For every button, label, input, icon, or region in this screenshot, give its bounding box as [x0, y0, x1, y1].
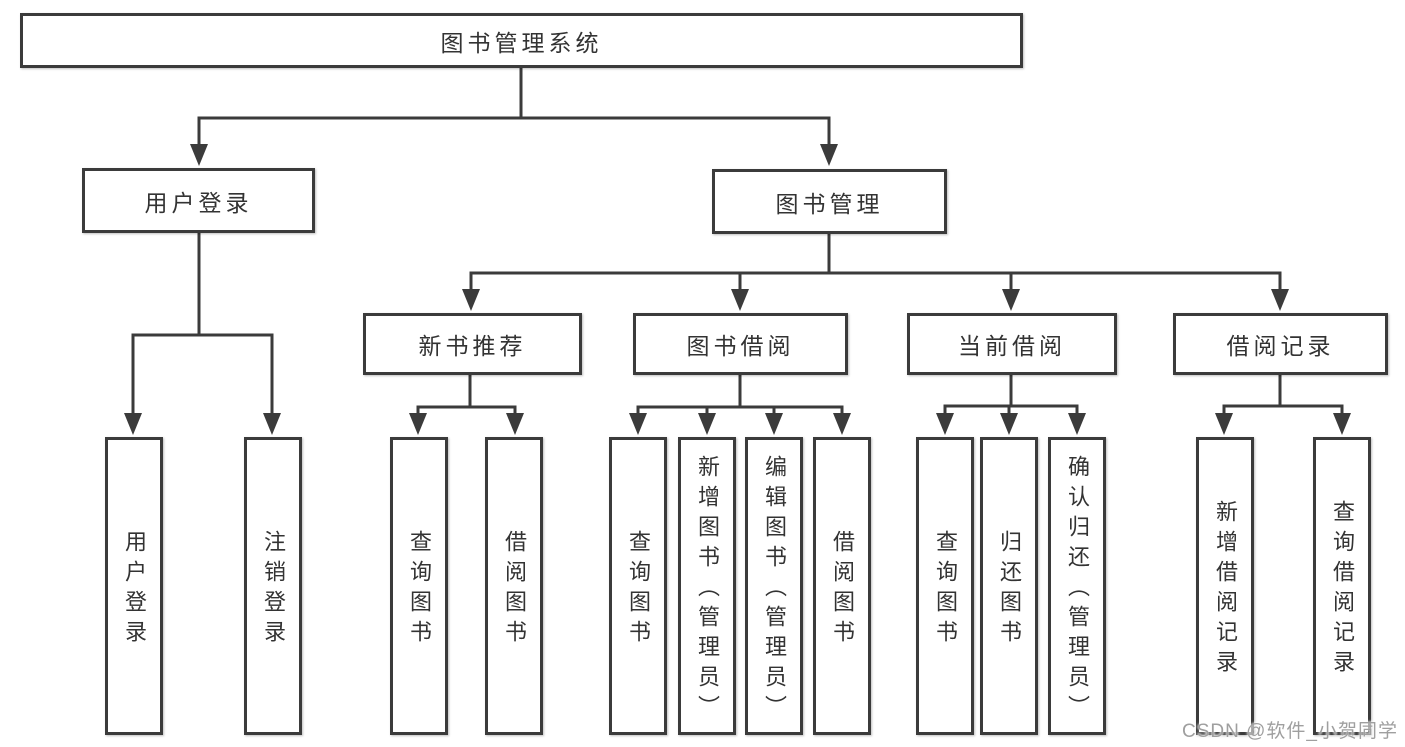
node-book-management: 图书管理 [712, 169, 947, 234]
leaf-confirm-return-admin: 确认归还（管理员） [1048, 437, 1106, 735]
node-label: 借阅图书 [502, 530, 527, 650]
node-label: 图书管理系统 [440, 29, 603, 56]
connector-arrowheads [124, 144, 1351, 435]
leaf-query-books-recommend: 查询图书 [390, 437, 448, 735]
leaf-return-book: 归还图书 [980, 437, 1038, 735]
node-label: 借阅图书 [830, 530, 855, 650]
node-label: 查询借阅记录 [1330, 500, 1355, 680]
node-book-borrow: 图书借阅 [633, 313, 848, 375]
leaf-add-borrow-record: 新增借阅记录 [1196, 437, 1254, 735]
leaf-query-books-borrow: 查询图书 [609, 437, 667, 735]
leaf-edit-book-admin: 编辑图书（管理员） [745, 437, 803, 735]
node-label: 查询图书 [933, 530, 958, 650]
node-label: 新增借阅记录 [1213, 500, 1238, 680]
node-label: 借阅记录 [1226, 333, 1335, 359]
leaf-borrow-books-recommend: 借阅图书 [485, 437, 543, 735]
leaf-user-login: 用户登录 [105, 437, 163, 735]
leaf-logout: 注销登录 [244, 437, 302, 735]
node-label: 确认归还（管理员） [1065, 455, 1090, 725]
node-label: 用户登录 [144, 189, 253, 216]
node-label: 新增图书（管理员） [695, 455, 720, 725]
node-label: 归还图书 [997, 530, 1022, 650]
node-label: 查询图书 [626, 530, 651, 650]
node-label: 注销登录 [261, 530, 286, 650]
leaf-query-books-current: 查询图书 [916, 437, 974, 735]
node-label: 图书借阅 [686, 333, 795, 359]
node-label: 查询图书 [407, 530, 432, 650]
node-current-borrow: 当前借阅 [907, 313, 1117, 375]
node-label: 新书推荐 [418, 333, 527, 359]
node-label: 用户登录 [122, 530, 147, 650]
node-user-login: 用户登录 [82, 168, 315, 233]
node-label: 当前借阅 [958, 333, 1066, 359]
node-borrow-records: 借阅记录 [1173, 313, 1388, 375]
node-label: 编辑图书（管理员） [762, 455, 787, 725]
node-library-system: 图书管理系统 [20, 13, 1023, 68]
node-label: 图书管理 [775, 190, 884, 217]
node-new-book-recommend: 新书推荐 [363, 313, 582, 375]
leaf-borrow-books: 借阅图书 [813, 437, 871, 735]
connector-edges [131, 68, 1344, 417]
csdn-watermark: CSDN @软件_小贺同学 [1182, 721, 1398, 742]
leaf-query-borrow-record: 查询借阅记录 [1313, 437, 1371, 735]
leaf-add-book-admin: 新增图书（管理员） [678, 437, 736, 735]
